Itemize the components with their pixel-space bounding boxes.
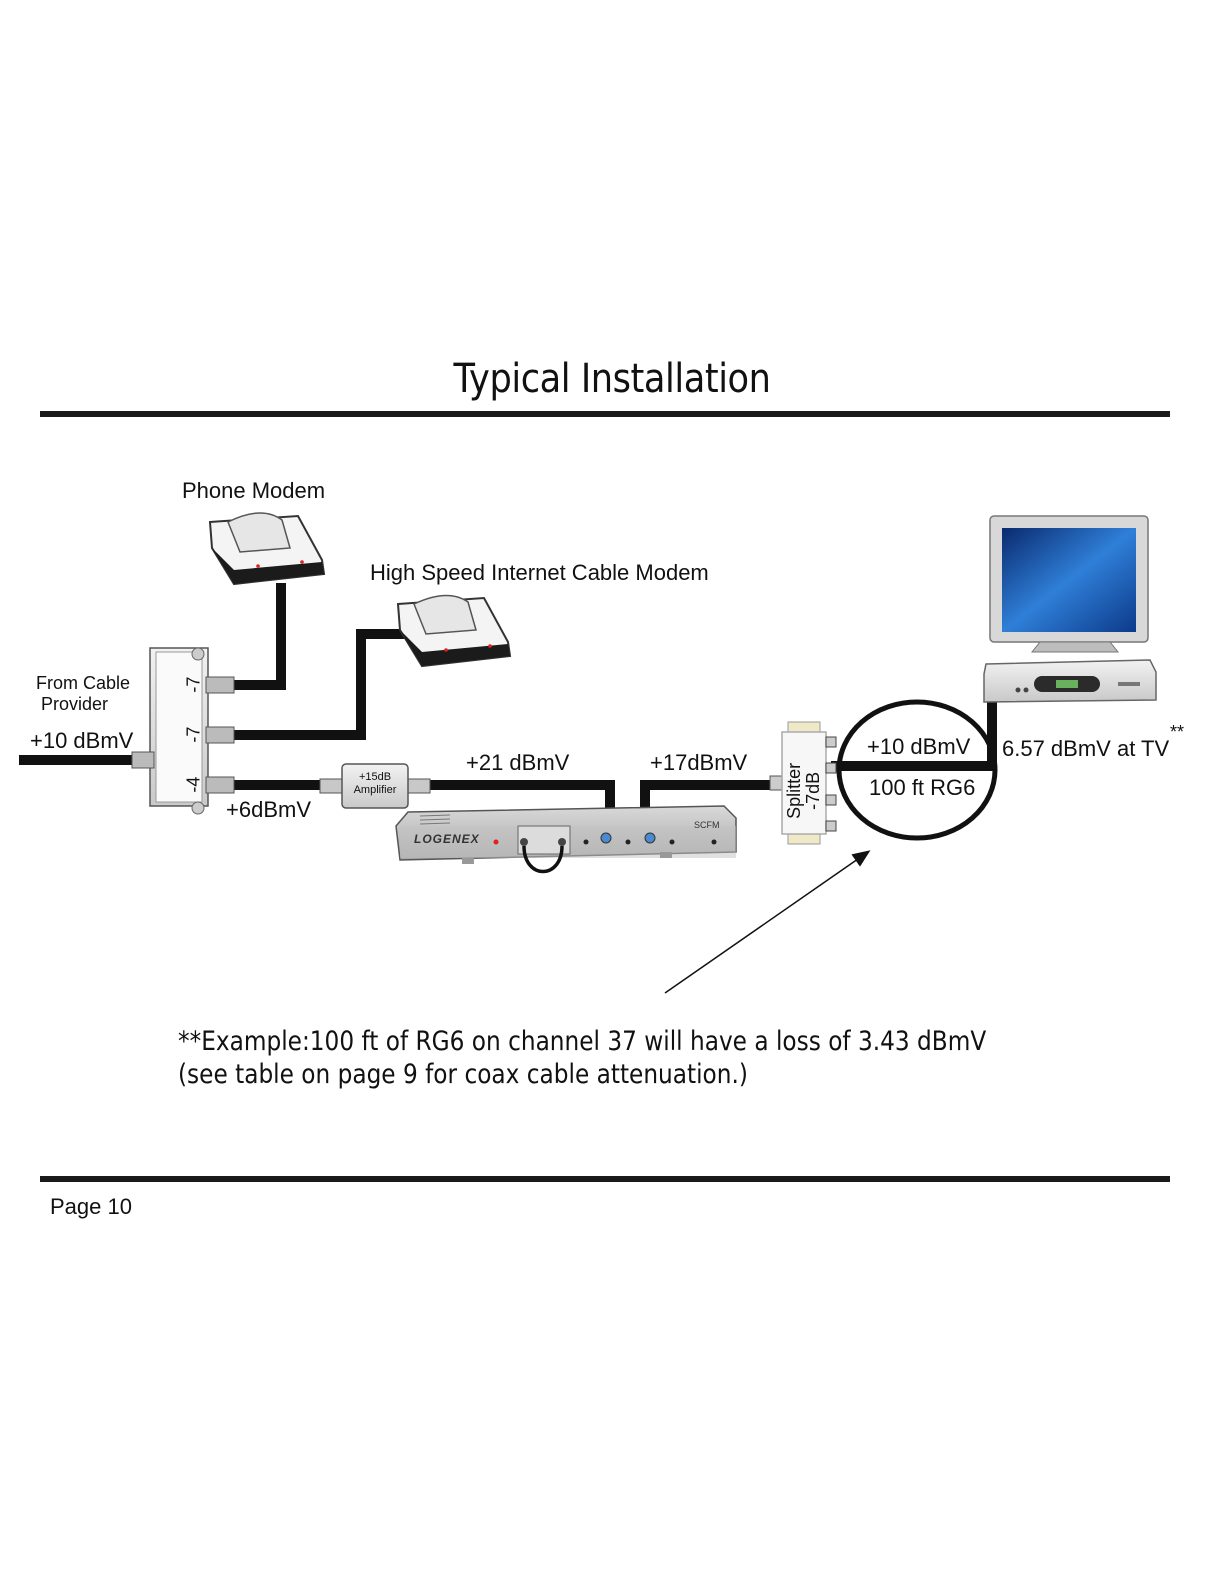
- note-arrow: [664, 850, 871, 994]
- cable-modem-label: High Speed Internet Cable Modem: [370, 560, 709, 585]
- example-note-line1: **Example:100 ft of RG6 on channel 37 wi…: [178, 1026, 987, 1057]
- cable-modem-icon: [396, 594, 512, 668]
- cable-run-label: 100 ft RG6: [869, 775, 976, 800]
- page-title: Typical Installation: [453, 356, 771, 402]
- tv-level-label: 6.57 dBmV at TV: [1002, 736, 1170, 761]
- tv-icon: [989, 515, 1149, 653]
- four-way-splitter-label-line2: -7dB: [803, 771, 823, 810]
- modulator-model: SCFM: [694, 820, 720, 830]
- cable-run-circle: [836, 699, 998, 841]
- four-way-splitter-icon: [769, 721, 837, 845]
- amp-output-level-label: +21 dBmV: [466, 750, 570, 775]
- modulator-output-level-label: +17dBmV: [650, 750, 748, 775]
- four-way-splitter-label: Splitter -7dB: [782, 736, 826, 830]
- page-number: Page 10: [50, 1194, 132, 1219]
- splitter-port-1-label: -7: [183, 676, 204, 693]
- three-way-splitter-icon: [131, 647, 235, 815]
- receiver-icon: [983, 659, 1157, 703]
- example-note: **Example:100 ft of RG6 on channel 37 wi…: [178, 1026, 986, 1092]
- phone-modem-icon: [208, 512, 326, 586]
- bottom-rule: [40, 1176, 1170, 1182]
- amplifier-label: +15dB Amplifier: [342, 771, 408, 797]
- four-way-splitter-label-line1: Splitter: [784, 762, 805, 819]
- splitter-port-2-label: -7: [183, 726, 204, 743]
- cable-to-phone-modem: [229, 583, 286, 690]
- amplifier-icon: [319, 763, 431, 809]
- from-cable-label-line2: Provider: [41, 694, 109, 714]
- tv-level-mark: **: [1170, 722, 1185, 742]
- amplifier-label-line1: +15dB: [358, 771, 392, 783]
- example-note-line2: (see table on page 9 for coax cable atte…: [178, 1058, 748, 1090]
- modulator-icon: [395, 805, 737, 874]
- input-level-label: +10 dBmV: [30, 728, 134, 753]
- after-splitter2-level-label: +10 dBmV: [867, 734, 971, 759]
- splitter-port-3-label: -4: [183, 776, 204, 793]
- from-cable-label-line1: From Cable: [36, 673, 131, 693]
- top-rule: [40, 411, 1170, 417]
- after-splitter-level-label: +6dBmV: [226, 797, 311, 822]
- phone-modem-label: Phone Modem: [182, 478, 326, 503]
- cable-to-cable-modem: [229, 629, 407, 740]
- amplifier-label-line2: Amplifier: [353, 784, 397, 797]
- modulator-brand: LOGENEX: [414, 832, 480, 846]
